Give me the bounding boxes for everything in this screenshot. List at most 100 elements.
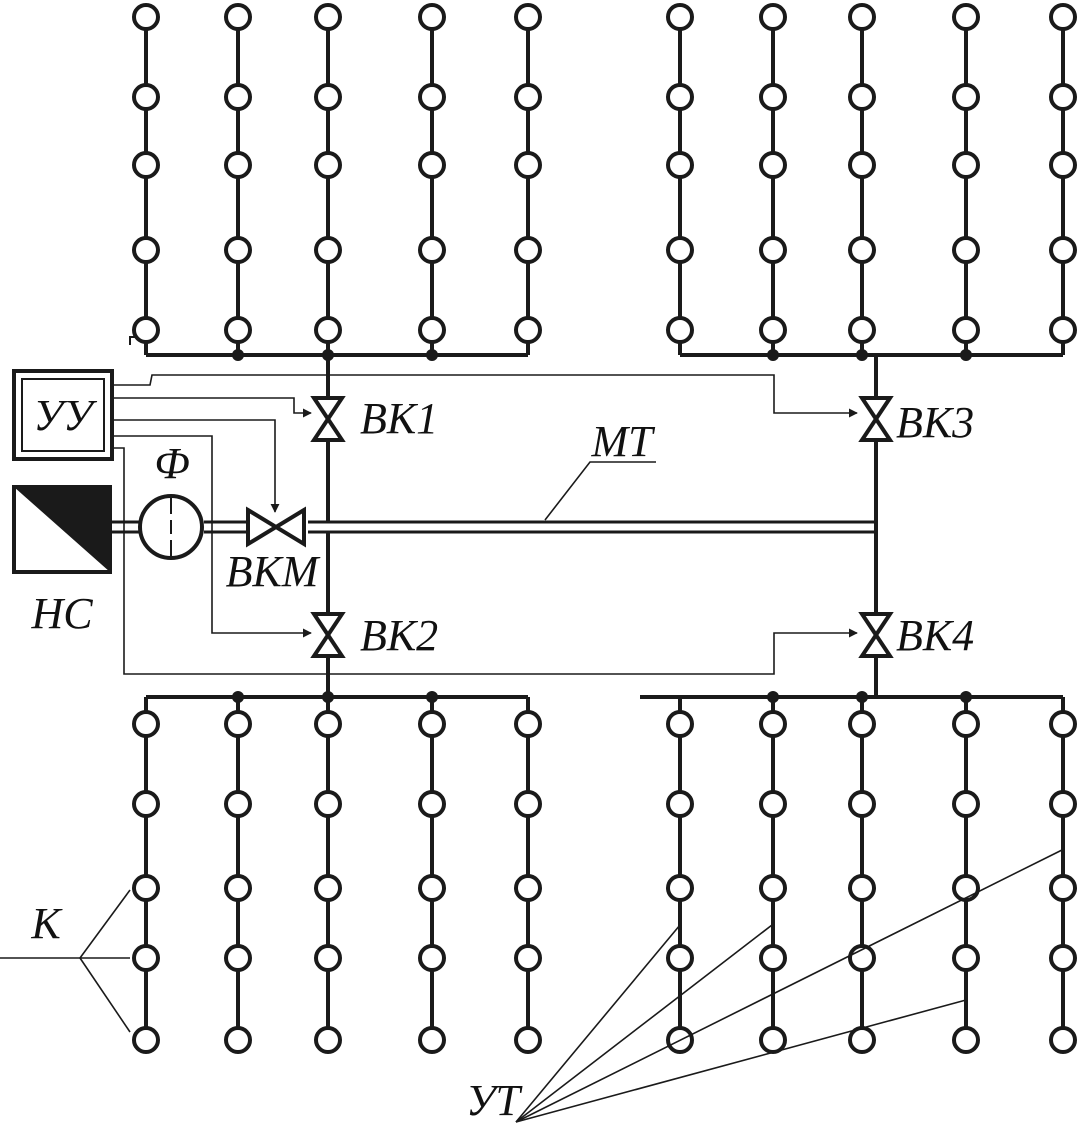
dropper-node [952, 790, 980, 818]
dropper-node [952, 151, 980, 179]
dropper-node [314, 790, 342, 818]
valve-icon-bottom [310, 631, 346, 658]
field-bottom-left [132, 691, 542, 1054]
dropper-node [759, 83, 787, 111]
dropper-node [514, 3, 542, 31]
dropper-node [514, 1026, 542, 1054]
dropper-node [132, 710, 160, 738]
junction-dot [426, 691, 438, 703]
valve-icon-bottom [858, 415, 894, 442]
dropper-node [132, 944, 160, 972]
dropper-node [418, 944, 446, 972]
valve-3-label: ВК3 [896, 398, 974, 447]
valve-icon-bottom [858, 631, 894, 658]
dropper-node [666, 316, 694, 344]
dropper-node [314, 3, 342, 31]
dropper-node [132, 236, 160, 264]
junction-dot [232, 691, 244, 703]
field-top-right [666, 3, 1077, 361]
dropper-pipe-label: УТ [466, 1076, 524, 1125]
dropper-node [848, 83, 876, 111]
dropper-node [1049, 1026, 1077, 1054]
field-bottom-right [640, 691, 1077, 1054]
dropper-node [952, 236, 980, 264]
dropper-node [1049, 874, 1077, 902]
control-lines [112, 374, 858, 675]
valve-main-label: ВКМ [226, 547, 321, 596]
dropper-node [666, 83, 694, 111]
pump-icon [14, 487, 110, 572]
junction-dot [856, 349, 868, 361]
dropper-node [224, 316, 252, 344]
dropper-node [418, 1026, 446, 1054]
dropper-node [314, 151, 342, 179]
main-pipe [110, 520, 876, 534]
dropper-node [759, 874, 787, 902]
junction-dot [232, 349, 244, 361]
main-pipe-leader [544, 461, 656, 521]
control-unit-label: УУ [33, 391, 98, 440]
dropper-node [314, 236, 342, 264]
junction-dot [960, 349, 972, 361]
dropper-node [418, 874, 446, 902]
dropper-node [314, 316, 342, 344]
dropper-node [848, 874, 876, 902]
dropper-node [132, 3, 160, 31]
dropper-node [314, 944, 342, 972]
control-line-vk1 [112, 397, 312, 418]
dropper-node [224, 710, 252, 738]
pump-station: НС [12, 485, 112, 638]
dropper-node [666, 944, 694, 972]
dropper-node [514, 790, 542, 818]
dropper-node [132, 83, 160, 111]
valve-icon-top [858, 612, 894, 639]
dropper-node [514, 151, 542, 179]
dropper-pipe-leader: УТ [466, 849, 1063, 1125]
field-top-left [132, 3, 542, 361]
dropper-node [132, 1026, 160, 1054]
dropper-node [759, 316, 787, 344]
control-line-vk3 [112, 374, 858, 418]
junction-dot [960, 691, 972, 703]
dropper-node [666, 710, 694, 738]
valve-4-label: ВК4 [896, 611, 974, 660]
dropper-node [1049, 83, 1077, 111]
dropper-node [848, 1026, 876, 1054]
dropper-node [224, 874, 252, 902]
dropper-node [666, 236, 694, 264]
dropper-node [848, 3, 876, 31]
dropper-node [418, 236, 446, 264]
dropper-node [514, 236, 542, 264]
dropper-node [848, 710, 876, 738]
dropper-node [224, 1026, 252, 1054]
valve-icon-top [858, 396, 894, 423]
risers [322, 349, 878, 697]
dropper-node [1049, 944, 1077, 972]
dropper-node [1049, 236, 1077, 264]
junction-dot [426, 349, 438, 361]
dropper-node [848, 316, 876, 344]
dropper-node [952, 944, 980, 972]
valve-2 [310, 612, 346, 658]
control-unit: УУ [12, 369, 114, 461]
valve-icon-top [310, 396, 346, 423]
dropper-node [759, 790, 787, 818]
junction-dot [767, 691, 779, 703]
dropper-node [132, 790, 160, 818]
valve-icon-top [310, 612, 346, 639]
manifold-end-tick [129, 336, 138, 345]
valve-2-label: ВК2 [360, 611, 438, 660]
dropper-node [418, 710, 446, 738]
section-valves [310, 396, 894, 658]
dropper-node [314, 874, 342, 902]
junction-dot [767, 349, 779, 361]
dropper-node [418, 151, 446, 179]
dropper-node [759, 710, 787, 738]
dropper-node [224, 151, 252, 179]
dropper-node [848, 790, 876, 818]
dropper-node [418, 790, 446, 818]
valve-3 [858, 396, 894, 442]
dropper-leader: К [0, 889, 131, 1033]
control-line-vkm [112, 419, 280, 513]
dropper-node [224, 944, 252, 972]
